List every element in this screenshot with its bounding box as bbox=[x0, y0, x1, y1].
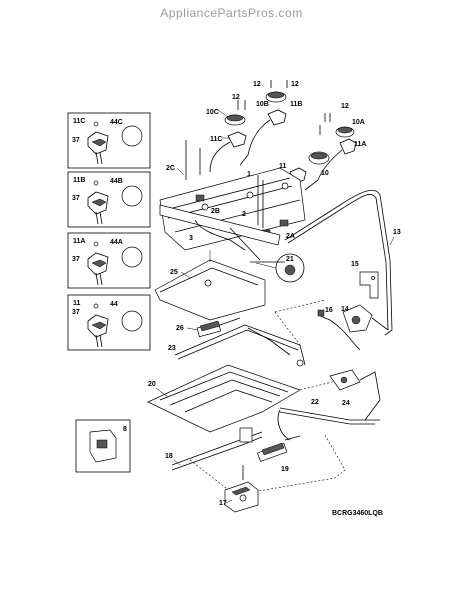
inset-11A: 11A 44A 37 47 bbox=[67, 232, 151, 289]
svg-text:12: 12 bbox=[232, 94, 240, 101]
bake-burner-20 bbox=[147, 364, 301, 433]
gas-supply-line bbox=[284, 189, 393, 336]
rail-18 bbox=[171, 427, 263, 471]
burner-cap-icon bbox=[121, 310, 143, 332]
inset-label: 11 bbox=[73, 300, 81, 307]
svg-text:12: 12 bbox=[341, 103, 349, 110]
svg-text:10A: 10A bbox=[352, 119, 365, 126]
inset-screw-label: 37 bbox=[72, 256, 80, 263]
svg-text:3: 3 bbox=[189, 235, 193, 242]
svg-text:15: 15 bbox=[351, 261, 359, 268]
callout-labels: 12 12 12 12 10B 10C 11B 11C 10A 11A 11 1… bbox=[123, 81, 401, 507]
svg-text:11A: 11A bbox=[354, 141, 366, 148]
igniter-19 bbox=[257, 435, 301, 462]
svg-text:25: 25 bbox=[170, 269, 178, 276]
svg-text:16: 16 bbox=[325, 307, 333, 314]
regulator-14 bbox=[342, 304, 389, 333]
svg-text:11C: 11C bbox=[210, 136, 222, 143]
svg-text:10C: 10C bbox=[206, 109, 219, 116]
pilot-24 bbox=[329, 369, 381, 421]
svg-text:21: 21 bbox=[286, 256, 294, 263]
inset-11C: 11C 44C 37 47 bbox=[67, 112, 151, 169]
dashed-assembly-outline bbox=[189, 299, 346, 496]
burner-cap-icon bbox=[121, 185, 143, 207]
inset-21 bbox=[255, 253, 305, 283]
igniter-26 bbox=[196, 317, 241, 338]
svg-text:18: 18 bbox=[165, 453, 173, 460]
tube-23 bbox=[174, 324, 306, 367]
inset-part-label: 44C bbox=[110, 119, 123, 126]
bracket-15 bbox=[359, 271, 379, 299]
svg-text:2: 2 bbox=[242, 211, 246, 218]
svg-text:12: 12 bbox=[291, 81, 299, 88]
inset-11B: 11B 44B 37 47 bbox=[67, 171, 151, 228]
svg-text:13: 13 bbox=[393, 229, 401, 236]
inset-8 bbox=[75, 419, 131, 473]
svg-text:17: 17 bbox=[219, 500, 227, 507]
inset-label: 11C bbox=[73, 118, 85, 125]
svg-text:10: 10 bbox=[321, 170, 329, 177]
svg-text:2C: 2C bbox=[166, 165, 175, 172]
svg-text:24: 24 bbox=[342, 400, 350, 407]
svg-text:8: 8 bbox=[123, 426, 127, 433]
burner-cap-icon bbox=[121, 246, 143, 268]
inset-11: 11 44 37 47 bbox=[67, 294, 151, 351]
broiler-burner-25 bbox=[154, 250, 266, 321]
svg-text:2B: 2B bbox=[211, 208, 220, 215]
leader-lines bbox=[155, 109, 395, 504]
svg-text:20: 20 bbox=[148, 381, 156, 388]
lower-rail bbox=[159, 204, 285, 263]
inset-part-label: 44A bbox=[110, 239, 123, 246]
svg-text:14: 14 bbox=[341, 306, 349, 313]
valve-17 bbox=[224, 465, 259, 513]
svg-text:12: 12 bbox=[253, 81, 261, 88]
svg-text:26: 26 bbox=[176, 325, 184, 332]
inset-screw-label: 37 bbox=[72, 195, 80, 202]
burner-cap-icon bbox=[121, 125, 143, 147]
svg-text:1: 1 bbox=[247, 171, 251, 178]
tube-22 bbox=[277, 407, 380, 441]
svg-text:11B: 11B bbox=[290, 101, 302, 108]
inset-label: 11A bbox=[73, 238, 85, 245]
inset-part-label: 44B bbox=[110, 178, 123, 185]
inset-part-label: 44 bbox=[110, 301, 118, 308]
svg-text:2A: 2A bbox=[286, 233, 295, 240]
fitting-16 bbox=[317, 309, 361, 351]
svg-text:23: 23 bbox=[168, 345, 176, 352]
svg-text:10B: 10B bbox=[256, 101, 269, 108]
diagram-code: BCRG3460LQB bbox=[332, 510, 383, 517]
watermark: AppliancePartsPros.com bbox=[160, 6, 303, 20]
inset-screw-label: 37 bbox=[72, 309, 80, 316]
inset-label: 11B bbox=[73, 177, 85, 184]
svg-text:19: 19 bbox=[281, 466, 289, 473]
svg-text:11: 11 bbox=[279, 163, 287, 170]
svg-text:22: 22 bbox=[311, 399, 319, 406]
inset-screw-label: 37 bbox=[72, 137, 80, 144]
